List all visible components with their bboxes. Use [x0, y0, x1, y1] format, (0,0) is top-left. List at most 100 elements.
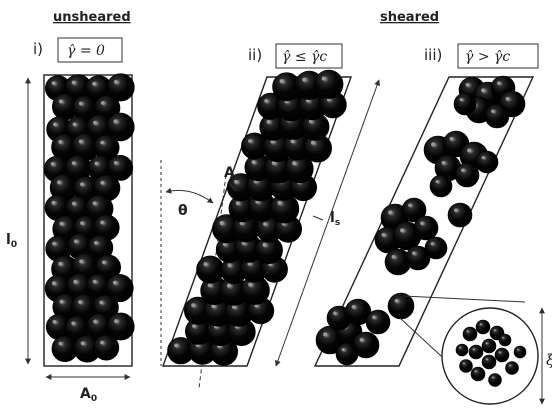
particle-highlight	[80, 182, 84, 186]
particle-highlight	[310, 140, 315, 145]
as-tick	[228, 182, 237, 192]
particle	[429, 174, 453, 198]
particle-highlight	[100, 340, 104, 345]
particle-highlight	[50, 162, 55, 166]
particle-highlight	[52, 241, 56, 246]
particle-highlight	[292, 161, 297, 166]
particle-highlight	[481, 88, 486, 93]
particle	[106, 312, 135, 341]
particle	[468, 344, 484, 360]
particle	[454, 162, 480, 188]
particle-highlight	[219, 221, 224, 225]
particle-highlight	[99, 300, 103, 305]
particle-highlight	[232, 304, 236, 309]
unsheared-header: unsheared	[53, 10, 131, 25]
panel-ii-condition: γ̂ ≤ γ̂c	[282, 49, 327, 65]
particle	[447, 202, 473, 228]
particle-highlight	[333, 311, 337, 315]
ls-label: ls	[330, 210, 340, 228]
particle-highlight	[78, 139, 83, 144]
particle-highlight	[92, 81, 96, 86]
particle-highlight	[400, 228, 405, 233]
particle-highlight	[266, 119, 271, 124]
particle-highlight	[271, 160, 276, 165]
particle-highlight	[71, 161, 76, 165]
particle	[513, 345, 527, 359]
particle-highlight	[391, 254, 396, 259]
particle-highlight	[235, 201, 240, 206]
particle-highlight	[58, 140, 63, 144]
particle-highlight	[80, 341, 85, 346]
particle	[459, 359, 473, 373]
particle-highlight	[102, 260, 106, 265]
particle-highlight	[94, 161, 99, 166]
theta-arc	[165, 187, 214, 204]
particle-highlight	[100, 140, 104, 145]
particle	[462, 326, 478, 342]
zoomed-cluster	[455, 319, 527, 387]
particle-highlight	[430, 242, 434, 246]
particle-highlight	[114, 80, 118, 84]
panel-i-header: i) γ̂ = 0	[33, 37, 123, 63]
panel-iii-condition: γ̂ > γ̂c	[465, 49, 510, 65]
particle-highlight	[93, 120, 97, 125]
particle-highlight	[234, 179, 238, 184]
particle-highlight	[71, 80, 76, 85]
particle-highlight	[277, 200, 282, 205]
particle-highlight	[100, 101, 105, 105]
particle-highlight	[92, 279, 97, 284]
particle-highlight	[59, 299, 64, 304]
particle-highlight	[502, 336, 504, 339]
particle-highlight	[78, 101, 83, 106]
particle-highlight	[351, 305, 356, 309]
particle	[93, 334, 120, 361]
panel-i-condition-box	[57, 37, 123, 63]
particle-highlight	[412, 251, 416, 255]
particle	[488, 373, 502, 387]
l0-label: l0	[6, 232, 17, 250]
particle-highlight	[51, 200, 56, 205]
panel-ii-condition-box	[275, 43, 343, 69]
sheared-iii-particle-clusters	[315, 75, 526, 366]
particle-highlight	[80, 221, 84, 225]
particle-highlight	[222, 242, 227, 247]
particle-highlight	[262, 242, 267, 247]
particle	[314, 69, 344, 99]
particle-highlight	[459, 98, 463, 102]
sheared-container-iii	[313, 76, 535, 367]
particle-highlight	[290, 139, 295, 144]
particle-highlight	[174, 343, 179, 348]
panel-ii-numeral: ii)	[248, 46, 262, 64]
particle-highlight	[341, 348, 345, 352]
particle	[387, 292, 415, 320]
particle-highlight	[192, 324, 196, 328]
ls-dimension-line	[275, 79, 380, 367]
particle	[453, 92, 477, 116]
particle-highlight	[74, 239, 78, 244]
particle-highlight	[58, 261, 63, 266]
particle-highlight	[72, 201, 76, 206]
particle-highlight	[394, 299, 399, 303]
particle-highlight	[263, 222, 267, 226]
particle-highlight	[381, 233, 386, 237]
particle	[424, 236, 448, 260]
particle-highlight	[485, 342, 488, 345]
particle	[505, 361, 519, 375]
particle	[107, 154, 134, 181]
particle-highlight	[517, 348, 519, 351]
sheared-header: sheared	[380, 10, 439, 25]
particle-highlight	[207, 283, 212, 288]
particle-highlight	[465, 83, 470, 87]
particle	[481, 354, 497, 370]
particle-highlight	[72, 122, 77, 127]
panel-iii-condition-box	[457, 43, 539, 69]
particle-highlight	[497, 81, 501, 85]
particle-highlight	[211, 304, 216, 309]
particle-highlight	[467, 148, 472, 153]
particle	[484, 103, 510, 129]
particle-highlight	[388, 210, 393, 215]
particle-highlight	[441, 161, 446, 165]
particle-highlight	[113, 161, 118, 165]
xi-label: ξ	[546, 351, 552, 369]
